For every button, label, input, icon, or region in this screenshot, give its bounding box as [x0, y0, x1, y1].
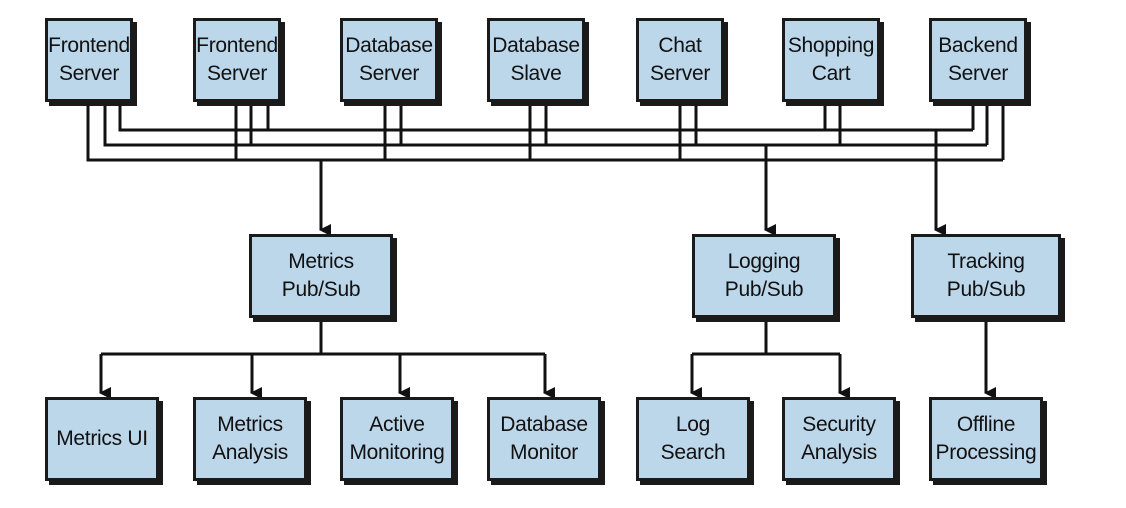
consumer-log-search: Log Search [636, 397, 750, 481]
pubsub-tracking: Tracking Pub/Sub [911, 234, 1061, 318]
consumer-label: Metrics UI [56, 427, 148, 450]
pubsub-label: Tracking Pub/Sub [946, 250, 1026, 301]
consumer-label: Security Analysis [801, 413, 877, 464]
source-label: Chat Server [649, 34, 711, 85]
consumer-metrics-ui: Metrics UI [45, 397, 159, 481]
consumer-label: Offline Processing [935, 413, 1037, 464]
source-label: Shopping Cart [787, 34, 875, 85]
pubsub-label: Metrics Pub/Sub [281, 250, 361, 301]
source-backend-server: Backend Server [929, 18, 1027, 102]
source-label: Database Server [345, 34, 433, 85]
consumer-offline-processing: Offline Processing [929, 397, 1043, 481]
consumer-label: Database Monitor [500, 413, 588, 464]
pubsub-metrics: Metrics Pub/Sub [249, 234, 393, 318]
source-frontend-server-2: Frontend Server [193, 18, 281, 102]
consumer-label: Log Search [660, 413, 726, 464]
consumer-database-monitor: Database Monitor [487, 397, 601, 481]
pubsub-label: Logging Pub/Sub [724, 250, 804, 301]
consumer-label: Active Monitoring [349, 413, 445, 464]
source-frontend-server-1: Frontend Server [45, 18, 133, 102]
consumer-security-analysis: Security Analysis [782, 397, 896, 481]
logging-bus-line [103, 102, 987, 147]
consumer-label: Metrics Analysis [212, 413, 288, 464]
source-database-server: Database Server [340, 18, 438, 102]
source-label: Backend Server [938, 34, 1018, 85]
source-label: Database Slave [492, 34, 580, 85]
consumer-active-monitoring: Active Monitoring [340, 397, 454, 481]
consumer-metrics-analysis: Metrics Analysis [193, 397, 307, 481]
source-label: Frontend Server [196, 34, 278, 85]
source-shopping-cart: Shopping Cart [782, 18, 880, 102]
source-label: Frontend Server [48, 34, 130, 85]
source-chat-server: Chat Server [636, 18, 724, 102]
tracking-bus-line [118, 102, 973, 132]
pubsub-logging: Logging Pub/Sub [692, 234, 836, 318]
source-database-slave: Database Slave [487, 18, 585, 102]
metrics-bus-line [86, 102, 1003, 162]
